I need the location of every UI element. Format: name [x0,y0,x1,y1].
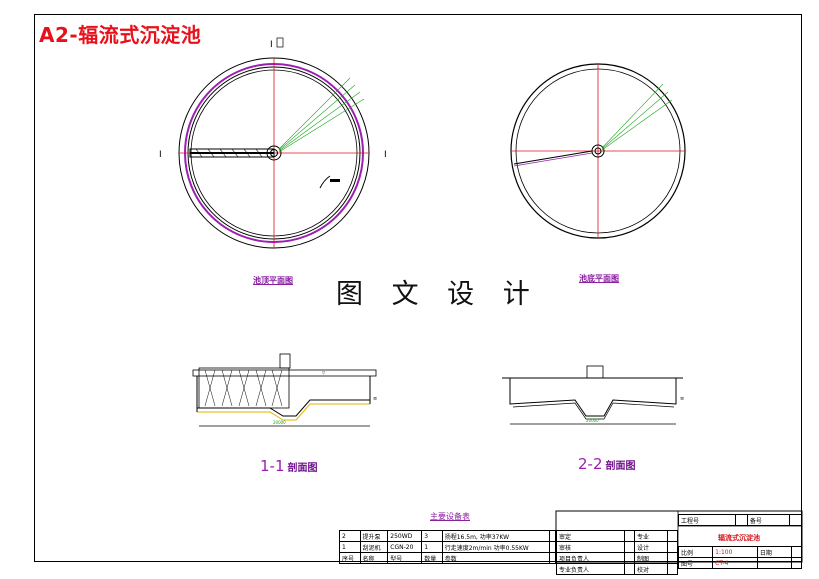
date-label: 日期 [756,546,792,558]
table-cell: 型号 [387,552,423,564]
table-cell [624,563,636,575]
table-cell: 审定 [555,530,626,542]
table-cell [548,541,557,553]
svg-text:I: I [270,40,273,50]
top-plan-view: I I I [159,37,387,249]
table-row: 序号 名称 型号 数量 参数 [339,552,557,564]
table-cell: 序号 [339,552,361,564]
number-label: 备号 [746,514,790,526]
table-row: 图号 CT-4 [677,557,803,569]
table-cell: 1 [339,541,361,553]
table-cell [734,514,748,526]
table-cell: 专业 [634,530,669,542]
table-cell: CGN-20 [387,541,423,553]
table-cell: 提升泵 [359,530,389,542]
table-cell: 数量 [421,552,443,564]
table-cell [667,530,678,542]
svg-text:I: I [384,150,387,160]
table-cell [548,552,557,564]
table-cell: 制图 [634,552,669,564]
table-cell [624,530,636,542]
top-plan-label: 池顶平面图 [253,276,293,285]
table-cell: 250WD [387,530,423,542]
table-cell [790,557,803,569]
section-1-1-drawing: 20000 ▽ ≡ [192,353,377,427]
section-2-2-suffix: 剖面图 [605,461,636,472]
svg-text:I: I [159,150,162,160]
svg-text:≡: ≡ [680,396,684,402]
svg-text:20000: 20000 [586,418,599,423]
table-cell: 刮泥机 [359,541,389,553]
scale-label: 比例 [677,546,714,558]
project-label: 工程号 [678,514,736,526]
table-row: 项目负责人 制图 [555,552,678,564]
equipment-table-caption: 主要设备表 [430,512,470,521]
section-1-1-suffix: 剖面图 [287,463,318,474]
section-1-1-number: 1-1 [260,457,285,475]
table-cell: 3 [421,530,443,542]
table-cell: 专业负责人 [555,563,626,575]
table-cell: 扬程16.5m, 功率37KW [441,530,550,542]
bottom-plan-label: 池底平面图 [579,274,619,283]
title-block-project: 工程号 备号 [678,514,803,526]
table-cell [790,546,803,558]
svg-text:20000: 20000 [273,420,286,425]
table-row: 2 提升泵 250WD 3 扬程16.5m, 功率37KW [339,530,557,542]
watermark-text: 图 文 设 计 [336,279,540,310]
table-cell [548,530,557,542]
scale-value: 1:100 [712,546,758,558]
table-cell: 参数 [441,552,550,564]
table-cell: 2 [339,530,361,542]
table-cell [667,541,678,553]
svg-text:≡: ≡ [373,396,377,402]
title-block-approvals: 审定 专业 审核 设计 项目负责人 制图 专业负责人 校对 [555,530,678,575]
drawing-name: 辐流式沉淀池 [718,534,760,542]
table-row: 专业负责人 校对 [555,563,678,575]
table-cell: 名称 [359,552,389,564]
bottom-plan-view [510,63,686,239]
table-cell: 行走速度2m/min 功率0.55KW [441,541,550,553]
table-cell: 审核 [555,541,626,553]
table-row: 审核 设计 [555,541,678,553]
table-row: 比例 1:100 日期 [677,546,803,558]
table-row: 审定 专业 [555,530,678,542]
sheet-value: CT-4 [712,557,758,569]
drawing-title: A2-辐流式沉淀池 [39,23,202,47]
table-cell [756,557,792,569]
table-cell [624,552,636,564]
sheet-label: 图号 [677,557,714,569]
table-cell: 校对 [634,563,669,575]
title-block-scale: 比例 1:100 日期 图号 CT-4 [677,546,803,569]
table-row: 1 刮泥机 CGN-20 1 行走速度2m/min 功率0.55KW [339,541,557,553]
table-row: 工程号 备号 [678,514,803,526]
table-cell: 项目负责人 [555,552,626,564]
table-cell: 1 [421,541,443,553]
table-cell [667,563,678,575]
section-2-2-drawing: 20000 ≡ [502,365,684,425]
table-cell [788,514,803,526]
table-cell [667,552,678,564]
equipment-table: 2 提升泵 250WD 3 扬程16.5m, 功率37KW 1 刮泥机 CGN-… [339,530,557,564]
table-cell: 设计 [634,541,669,553]
svg-text:▽: ▽ [322,370,326,375]
table-cell [624,541,636,553]
section-2-2-number: 2-2 [578,455,603,473]
